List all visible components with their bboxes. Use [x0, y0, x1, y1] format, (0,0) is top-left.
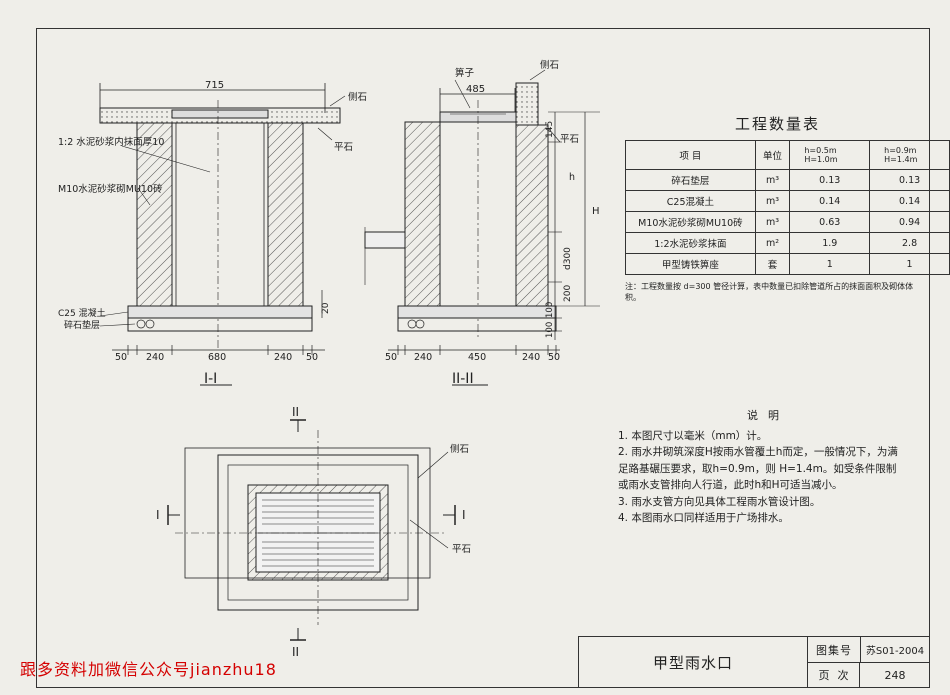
s2-dim-0: 50	[385, 352, 397, 363]
qty-table-note: 注：工程数量按 d=300 管径计算，表中数量已扣除管道所占的抹面面积及砌体体积…	[625, 282, 914, 302]
s1-dim-2: 680	[208, 352, 226, 363]
qty-v1: 1	[789, 253, 871, 275]
s1-label-brick: M10水泥砂浆砌MU10砖	[58, 183, 163, 195]
qty-v2: 1	[869, 253, 950, 275]
s1-label-gravel: 碎石垫层	[64, 319, 100, 331]
qty-header-item: 项 目	[625, 140, 756, 170]
note-item: 4. 本图雨水口同样适用于广场排水。	[618, 512, 789, 524]
qty-v1: 0.14	[789, 190, 871, 212]
s1-dim-1: 240	[146, 352, 164, 363]
qty-v2: 0.94	[869, 211, 950, 233]
qty-v1: 0.63	[789, 211, 871, 233]
s2-dim-200: 200	[563, 285, 573, 302]
plan-label-flat: 平石	[452, 544, 471, 555]
plan-sec-I-right: I	[462, 508, 466, 522]
table-row: 碎石垫层 m³ 0.13 0.13	[625, 169, 950, 191]
s2-dim-145: 145	[545, 121, 555, 138]
s2-dim-3: 240	[522, 352, 540, 363]
atlas-label: 图集号	[808, 637, 861, 663]
s1-label-concrete: C25 混凝土	[58, 307, 106, 319]
qty-header-col2: h=0.9m H=1.4m	[869, 140, 950, 170]
qty-item: 1:2水泥砂浆抹面	[625, 232, 756, 254]
page-number: 248	[884, 668, 906, 682]
notes-title: 说明	[747, 409, 789, 422]
plan-sec-II-top: II	[292, 405, 299, 419]
s2-dim-100a: 100	[545, 302, 555, 318]
s2-dim-2: 450	[468, 352, 486, 363]
qty-v2: 0.14	[869, 190, 950, 212]
qty-table-title: 工程数量表	[735, 115, 821, 133]
s1-label-mortar: 1:2 水泥砂浆内抹面厚10	[58, 136, 164, 148]
qty-unit: m³	[754, 169, 791, 191]
s1-dim-4: 50	[306, 352, 318, 363]
s2-dim-4: 50	[548, 352, 560, 363]
table-row: 甲型铸铁箅座 套 1 1	[625, 253, 950, 275]
qty-header-row: 项 目 单位 h=0.5m H=1.0m h=0.9m H=1.4m	[625, 140, 950, 170]
qty-v2: 0.13	[869, 169, 950, 191]
plan-sec-I-left: I	[156, 508, 160, 522]
plan-sec-II-bottom: II	[292, 645, 299, 659]
s2-dim-h: h	[569, 172, 575, 183]
s2-label-grate: 箅子	[455, 67, 475, 79]
note-item: 1. 本图尺寸以毫米（mm）计。	[618, 429, 768, 442]
s1-label-curb: 侧石	[348, 91, 367, 103]
s2-title: II-II	[452, 371, 474, 387]
qty-v1: 1.9	[789, 232, 871, 254]
section-I-I	[99, 83, 346, 386]
s2-dim-H: H	[592, 206, 600, 217]
page-label: 页次	[808, 663, 860, 687]
plan-view	[167, 419, 456, 641]
table-row: C25混凝土 m³ 0.14 0.14	[625, 190, 950, 212]
qty-header-col1: h=0.5m H=1.0m	[789, 140, 871, 170]
qty-item: 甲型铸铁箅座	[625, 253, 756, 275]
s1-dim-3: 240	[274, 352, 292, 363]
s1-dim-20: 20	[321, 302, 331, 314]
atlas-number: 苏S01-2004	[861, 637, 929, 663]
plan-label-curb: 侧石	[450, 443, 469, 455]
qty-header-unit: 单位	[754, 140, 791, 170]
table-row: 1:2水泥砂浆抹面 m² 1.9 2.8	[625, 232, 950, 254]
qty-v2: 2.8	[869, 232, 950, 254]
qty-item: M10水泥砂浆砌MU10砖	[625, 211, 756, 233]
s2-dim-100b: 100	[545, 322, 555, 338]
section-II-II	[364, 69, 600, 386]
drawing-name: 甲型雨水口	[579, 637, 808, 687]
s2-dim-d300: d300	[563, 247, 573, 270]
qty-table: 项 目 单位 h=0.5m H=1.0m h=0.9m H=1.4m 碎石垫层 …	[625, 140, 950, 275]
drawing-frame	[36, 28, 930, 688]
s1-top-width: 715	[205, 80, 224, 91]
note-item: 2. 雨水井砌筑深度H按雨水管覆土h而定，一般情况下，为满足路基碾压要求，取h=…	[618, 446, 898, 491]
s2-label-flat: 平石	[560, 134, 579, 145]
note-item: 3. 雨水支管方向见具体工程雨水管设计图。	[618, 495, 821, 508]
qty-unit: 套	[754, 253, 791, 275]
table-row: M10水泥砂浆砌MU10砖 m³ 0.63 0.94	[625, 211, 950, 233]
s2-label-curb: 侧石	[540, 59, 559, 71]
s2-dim-1: 240	[414, 352, 432, 363]
s1-label-flat: 平石	[334, 142, 353, 153]
title-block: 甲型雨水口 图集号 苏S01-2004 页次 248	[578, 636, 930, 688]
qty-unit: m³	[754, 190, 791, 212]
qty-item: C25混凝土	[625, 190, 756, 212]
s1-dim-0: 50	[115, 352, 127, 363]
s1-title: I-I	[204, 371, 217, 387]
qty-v1: 0.13	[789, 169, 871, 191]
qty-unit: m³	[754, 211, 791, 233]
qty-unit: m²	[754, 232, 791, 254]
s2-top-width: 485	[466, 84, 485, 95]
qty-item: 碎石垫层	[625, 169, 756, 191]
notes-block: 说明 1. 本图尺寸以毫米（mm）计。 2. 雨水井砌筑深度H按雨水管覆土h而定…	[618, 408, 898, 527]
watermark-text: 跟多资料加微信公众号jianzhu18	[20, 660, 277, 679]
